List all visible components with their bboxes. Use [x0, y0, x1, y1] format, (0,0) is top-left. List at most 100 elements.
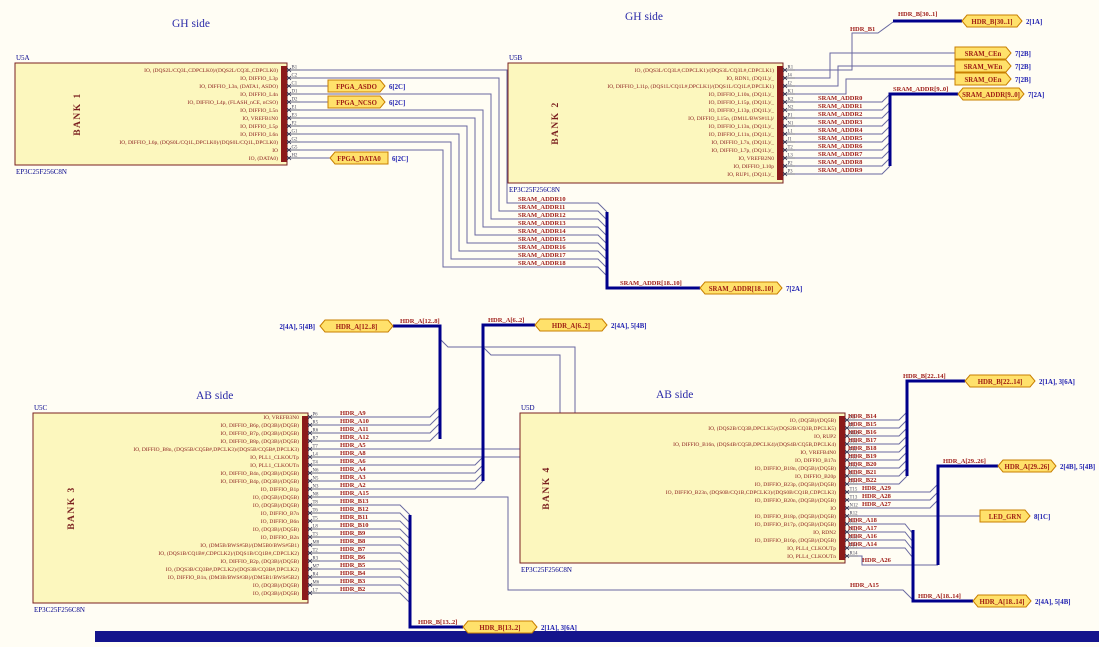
bus-hdr_a[6..2][interactable] [481, 323, 535, 481]
net-label-hdr-b3[interactable]: HDR_B3 [340, 578, 366, 585]
net-label-hdr-b6[interactable]: HDR_B6 [340, 554, 366, 561]
net-label-hdr-a-12-8-[interactable]: HDR_A[12..8] [400, 318, 440, 325]
net-label-hdr-b-22-14-[interactable]: HDR_B[22..14] [903, 373, 946, 380]
wire-sram_addr7[interactable] [795, 149, 891, 159]
net-label-sram-addr10[interactable]: SRAM_ADDR10 [518, 196, 566, 203]
net-label-hdr-b12[interactable]: HDR_B12 [340, 506, 369, 513]
port-shape[interactable] [972, 594, 1032, 608]
wire-hdr_b4[interactable] [320, 576, 411, 588]
wire-hdr_b2[interactable] [320, 592, 411, 604]
wire-sram_cen[interactable] [795, 52, 955, 79]
wire-hdr_b13[interactable] [320, 504, 411, 516]
port-shape[interactable] [319, 319, 394, 333]
port-shape[interactable] [964, 374, 1036, 388]
port-hdr-a-18-14-[interactable]: HDR_A[18..14]2[4A], 5[4B] [972, 594, 1071, 608]
port-hdr-b-30-1-[interactable]: HDR_B[30..1]2[1A] [961, 14, 1042, 28]
bank-1-body[interactable] [14, 62, 288, 166]
port-hdr-a-12-8-[interactable]: HDR_A[12..8]2[4A], 5[4B] [280, 319, 394, 333]
wire-sram_addr0[interactable] [795, 93, 891, 103]
wire-hdr_b21[interactable] [858, 467, 908, 477]
wire-sram_addr3[interactable] [795, 117, 891, 127]
wire-hdr_a12[interactable] [320, 430, 441, 442]
wire-hdr_b9[interactable] [320, 536, 411, 548]
port-shape[interactable] [462, 620, 538, 634]
net-label-hdr-a18[interactable]: HDR_A18 [848, 517, 878, 524]
net-label-hdr-a2[interactable]: HDR_A2 [340, 482, 366, 489]
net-label-sram-addr2[interactable]: SRAM_ADDR2 [818, 111, 862, 118]
net-label-hdr-b8[interactable]: HDR_B8 [340, 538, 366, 545]
port-hdr-b-22-14-[interactable]: HDR_B[22..14]2[1A], 3[6A] [964, 374, 1075, 388]
port-shape[interactable] [979, 509, 1031, 523]
wire-hdr_b14[interactable] [858, 411, 908, 421]
port-hdr-b-13-2-[interactable]: HDR_B[13..2]2[1A], 3[6A] [462, 620, 577, 634]
wire-hdr_b16[interactable] [858, 427, 908, 437]
wire-hdr_b15[interactable] [858, 419, 908, 429]
port-shape[interactable] [327, 95, 386, 109]
net-label-hdr-b22[interactable]: HDR_B22 [848, 477, 877, 484]
wire-hdr_a14[interactable] [858, 547, 914, 559]
net-label-hdr-b1[interactable]: HDR_B1 [850, 26, 875, 33]
net-label-hdr-b16[interactable]: HDR_B16 [848, 429, 877, 436]
port-shape[interactable] [954, 72, 1012, 86]
port-hdr-a-6-2-[interactable]: HDR_A[6..2]2[4A], 5[4B] [534, 318, 647, 332]
net-label-hdr-b15[interactable]: HDR_B15 [848, 421, 877, 428]
wire-hdr_a17[interactable] [858, 531, 914, 543]
net-label-sram-addr17[interactable]: SRAM_ADDR17 [518, 252, 566, 259]
wire-hdr_a5[interactable] [320, 346, 561, 450]
net-label-sram-addr5[interactable]: SRAM_ADDR5 [818, 135, 863, 142]
net-label-sram-addr18[interactable]: SRAM_ADDR18 [518, 260, 566, 267]
net-label-sram-addr4[interactable]: SRAM_ADDR4 [818, 127, 863, 134]
port-shape[interactable] [954, 59, 1012, 73]
port-shape[interactable] [954, 46, 1012, 60]
bus-hdr_a[18..14][interactable] [911, 530, 973, 603]
net-label-sram-addr13[interactable]: SRAM_ADDR13 [518, 220, 566, 227]
bus-hdr_a[29..26][interactable] [936, 464, 998, 565]
wire-hdr_b6[interactable] [320, 560, 411, 572]
wire-sram_addr10[interactable] [300, 69, 608, 213]
net-label-hdr-a16[interactable]: HDR_A16 [848, 533, 878, 540]
net-label-hdr-a5[interactable]: HDR_A5 [340, 442, 366, 449]
net-label-sram-addr16[interactable]: SRAM_ADDR16 [518, 244, 566, 251]
wire-hdr_a10[interactable] [320, 414, 441, 426]
wire-hdr_b12[interactable] [320, 512, 411, 524]
wire-hdr_a16[interactable] [858, 539, 914, 551]
net-label-hdr-b21[interactable]: HDR_B21 [848, 469, 877, 476]
wire-hdr_a27[interactable] [858, 499, 939, 509]
net-label-sram-addr12[interactable]: SRAM_ADDR12 [518, 212, 566, 219]
wire-hdr_a8[interactable] [320, 338, 576, 458]
net-label-hdr-b17[interactable]: HDR_B17 [848, 437, 877, 444]
wire-sram_addr17[interactable] [300, 141, 608, 269]
wire-sram_wen[interactable] [795, 65, 955, 87]
wire-sram_addr8[interactable] [795, 157, 891, 167]
net-label-hdr-b18[interactable]: HDR_B18 [848, 445, 877, 452]
wire-sram_addr18[interactable] [300, 149, 608, 277]
wire-hdr_a2[interactable] [320, 480, 484, 490]
wire-hdr_a9[interactable] [320, 406, 441, 418]
net-label-hdr-a4[interactable]: HDR_A4 [340, 466, 366, 473]
